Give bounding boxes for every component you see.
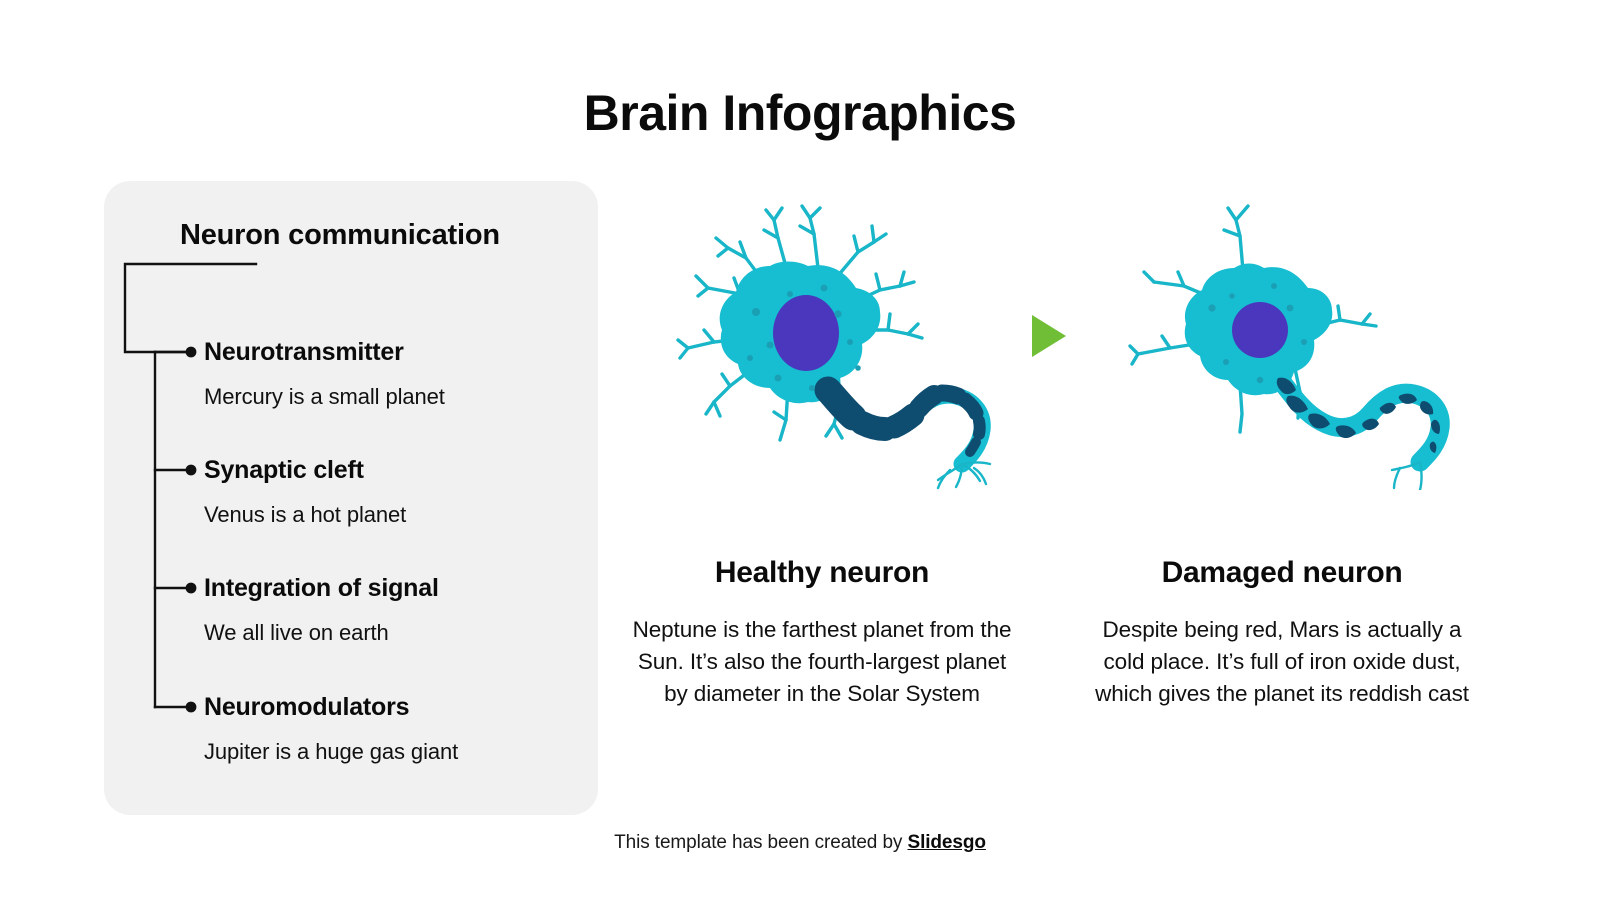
neuron-communication-card: Neuron communication Neurotransmitter Me…	[104, 181, 598, 815]
tree-item-integration-of-signal[interactable]: Integration of signal We all live on ear…	[204, 573, 584, 647]
healthy-neuron-illustration	[676, 204, 992, 490]
tree-item-neuromodulators[interactable]: Neuromodulators Jupiter is a huge gas gi…	[204, 692, 584, 766]
healthy-nucleus	[773, 295, 839, 371]
damaged-neuron-body: Despite being red, Mars is actually a co…	[1095, 617, 1469, 706]
healthy-neuron-column: Healthy neuron Neptune is the farthest p…	[622, 190, 1022, 710]
healthy-myelin-segments	[814, 376, 986, 457]
tree-item-description: Mercury is a small planet	[204, 384, 445, 409]
tree-item-title: Integration of signal	[204, 574, 439, 602]
damaged-axon-terminals	[1390, 460, 1423, 490]
footer-credit: This template has been created by Slides…	[0, 832, 1600, 854]
damaged-soma-specks	[1208, 283, 1307, 384]
tree-item-title: Synaptic cleft	[204, 456, 364, 484]
tree-item-description: Jupiter is a huge gas giant	[204, 739, 459, 764]
tree-item-synaptic-cleft[interactable]: Synaptic cleft Venus is a hot planet	[204, 455, 584, 529]
tree-item-description: Venus is a hot planet	[204, 502, 407, 527]
damaged-nucleus	[1232, 302, 1288, 358]
tree-heading: Neuron communication	[180, 219, 500, 251]
damaged-myelin-fragments	[1276, 377, 1440, 453]
healthy-neuron-body: Neptune is the farthest planet from the …	[632, 617, 1012, 706]
tree-item-description: We all live on earth	[204, 620, 389, 645]
healthy-axon-terminals	[936, 461, 992, 490]
damaged-neuron-heading: Damaged neuron	[1161, 556, 1403, 589]
damaged-axon-core	[1272, 372, 1450, 472]
tree-inner: Neuron communication Neurotransmitter Me…	[104, 181, 598, 815]
tree-bullet-dot-3	[185, 582, 197, 594]
footer-credit-text: This template has been created by	[614, 832, 908, 853]
healthy-neuron-heading: Healthy neuron	[714, 556, 930, 589]
healthy-soma-specks	[747, 284, 861, 391]
slidesgo-link[interactable]: Slidesgo	[907, 832, 986, 853]
tree-bullet-dot-2	[185, 464, 197, 476]
tree-bullet-dot-1	[185, 346, 197, 358]
damaged-neuron-column: Damaged neuron Despite being red, Mars i…	[1082, 190, 1482, 710]
healthy-axon-group	[814, 376, 991, 473]
play-triangle-right-icon	[1032, 315, 1066, 357]
damaged-neuron-illustration	[1128, 204, 1450, 490]
tree-bullet-dot-4	[185, 701, 197, 713]
damaged-axon-group	[1272, 372, 1450, 472]
tree-item-title: Neuromodulators	[204, 693, 410, 721]
tree-item-title: Neurotransmitter	[204, 338, 404, 366]
tree-item-neurotransmitter[interactable]: Neurotransmitter Mercury is a small plan…	[204, 337, 584, 411]
page-title: Brain Infographics	[583, 85, 1017, 141]
